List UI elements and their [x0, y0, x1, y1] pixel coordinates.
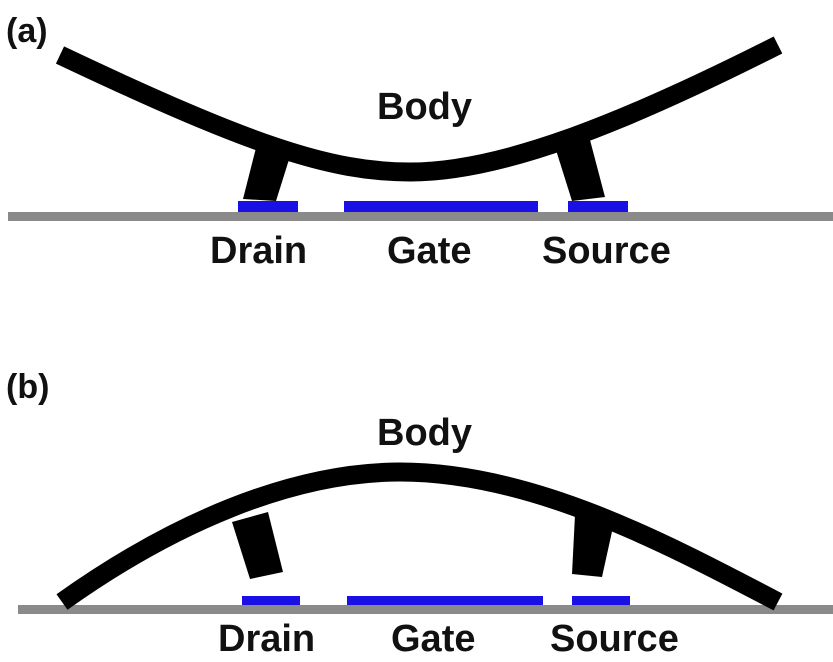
gate-electrode [347, 596, 543, 605]
source-anchor [572, 515, 613, 577]
source-label: Source [550, 618, 679, 660]
drain-label: Drain [218, 618, 316, 660]
panel-label: (b) [6, 368, 50, 406]
body-label: Body [377, 412, 472, 454]
drain-anchor [232, 512, 283, 579]
gate-label: Gate [387, 230, 472, 272]
panel-a-drawing [8, 36, 833, 221]
substrate-line [8, 212, 833, 221]
body-label: Body [377, 86, 472, 128]
beam-body [56, 462, 783, 611]
gate-electrode [344, 201, 538, 212]
panel-b: (b) Body Drain Gate Source [0, 330, 833, 662]
gate-label: Gate [391, 618, 476, 660]
drain-electrode [242, 596, 300, 605]
source-label: Source [542, 230, 671, 272]
panel-label: (a) [6, 12, 48, 50]
substrate-line [18, 605, 833, 614]
panel-b-drawing [18, 462, 833, 614]
beam-body [55, 36, 783, 182]
source-electrode [572, 596, 630, 605]
source-anchor [556, 140, 605, 201]
panel-a: (a) Body Drain Gate Source [0, 0, 833, 330]
drain-anchor [243, 140, 292, 201]
drain-electrode [238, 201, 298, 212]
source-electrode [568, 201, 628, 212]
drain-label: Drain [210, 230, 308, 272]
